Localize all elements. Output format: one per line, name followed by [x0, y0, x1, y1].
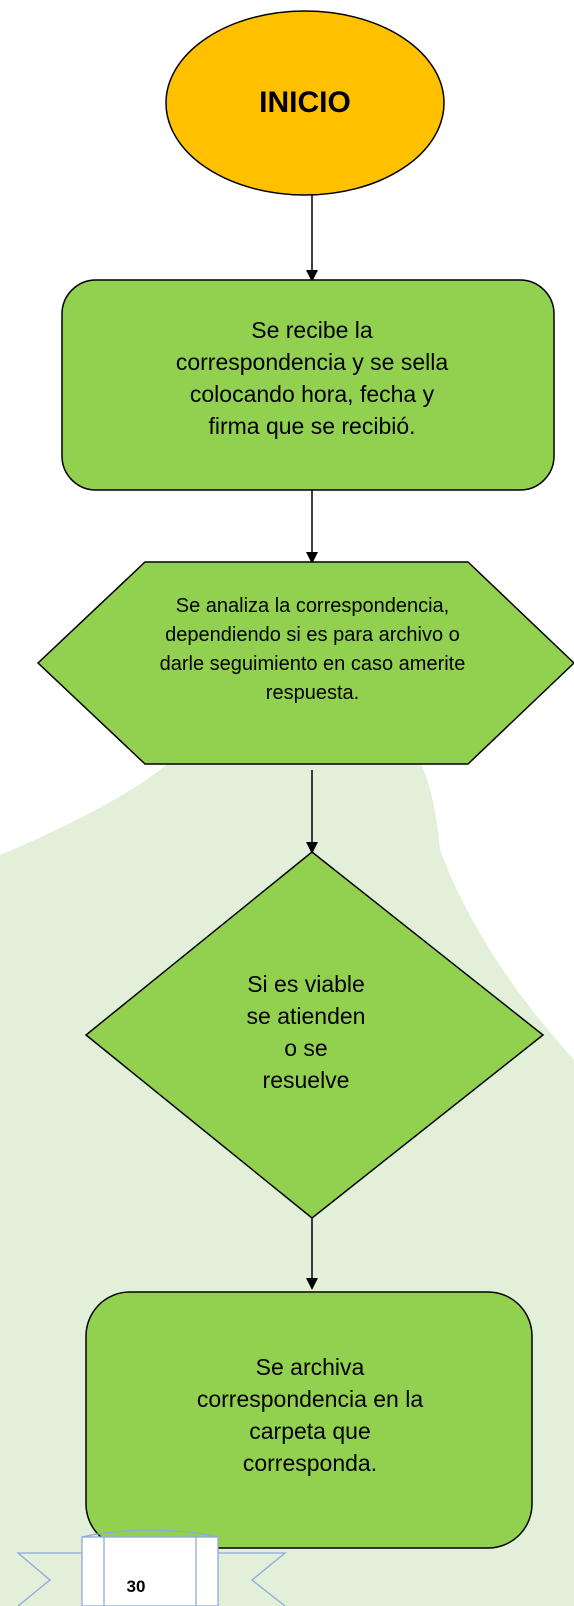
page-number: 30 [126, 1577, 146, 1596]
analyze-step-line: Se analiza la correspondencia, [175, 595, 450, 617]
receive-step-line: correspondencia y se sella [175, 349, 449, 375]
start-oval [165, 10, 445, 196]
receive-step-text: Se recibe la correspondencia y se sella … [102, 298, 522, 458]
start-label-text: INICIO [259, 86, 351, 119]
archive-step-line: correspondencia en la [196, 1386, 424, 1412]
analyze-step-line: dependiendo si es para archivo o [165, 624, 460, 646]
archive-step-text: Se archiva correspondencia en la carpeta… [150, 1340, 470, 1490]
analyze-step-line: darle seguimiento en caso amerite [159, 653, 466, 675]
decision-line: Si es viable [247, 971, 365, 997]
start-label: INICIO [170, 62, 440, 144]
decision-line: se atienden [246, 1003, 366, 1029]
archive-step-line: Se archiva [255, 1354, 365, 1380]
analyze-step-line: respuesta. [265, 682, 360, 704]
decision-text: Si es viable se atienden o se resuelve [216, 952, 396, 1112]
receive-step-line: Se recibe la [251, 317, 373, 343]
decision-diamond-viable [84, 851, 545, 1219]
decision-line: resuelve [262, 1067, 350, 1093]
process-box-receive [61, 279, 555, 491]
archive-step-line: carpeta que [249, 1418, 371, 1444]
decision-line: o se [284, 1035, 328, 1061]
page-number-ribbon [16, 1529, 287, 1606]
analyze-step-text: Se analiza la correspondencia, dependien… [85, 585, 540, 715]
receive-step-line: colocando hora, fecha y [189, 381, 435, 407]
archive-step-line: corresponda. [242, 1450, 378, 1476]
process-box-archive [85, 1291, 533, 1549]
receive-step-line: firma que se recibió. [208, 413, 416, 439]
process-hexagon-analyze [36, 561, 574, 765]
